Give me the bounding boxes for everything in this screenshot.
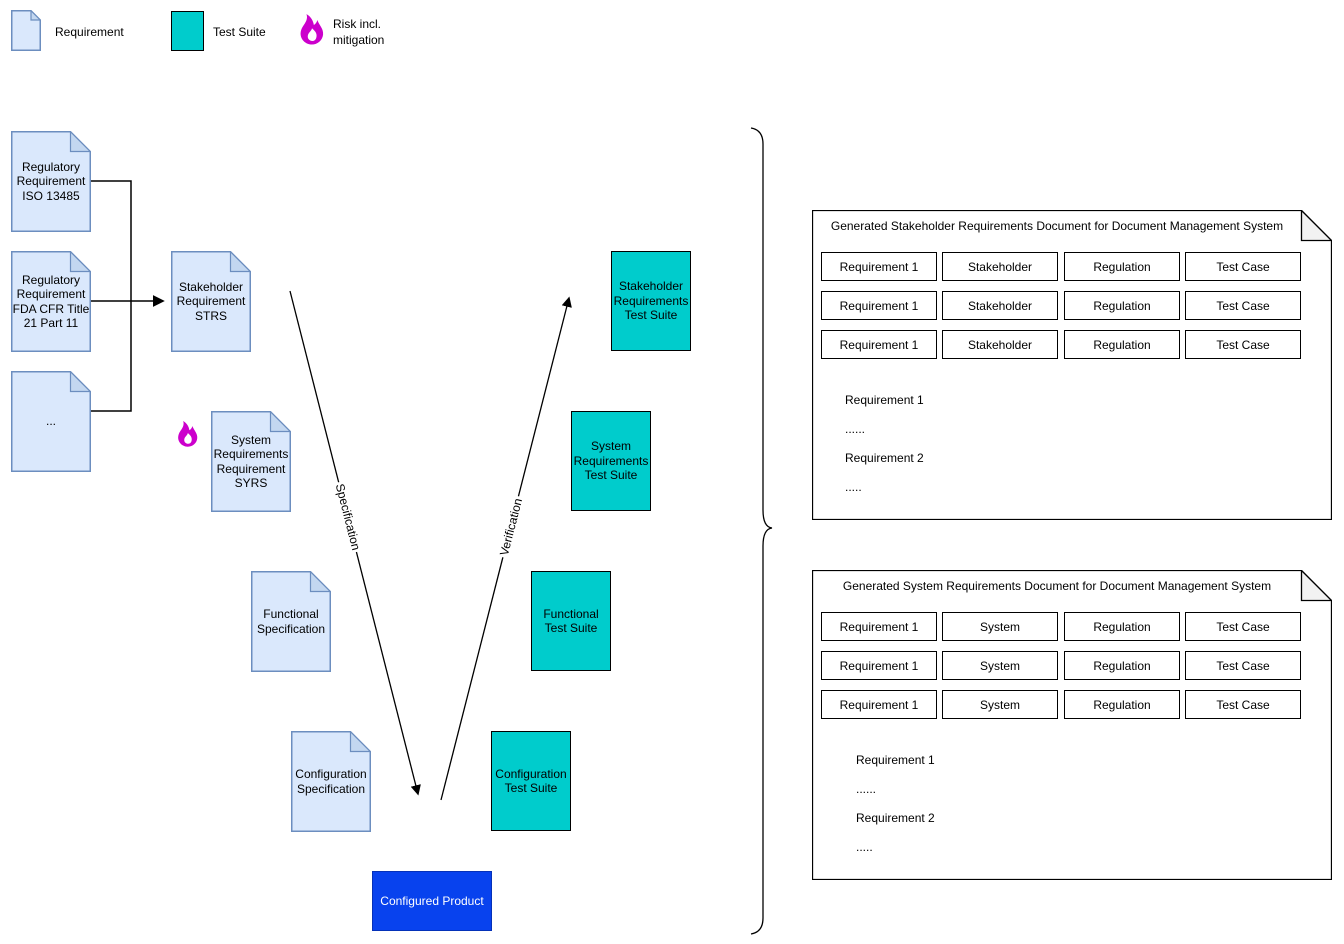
doc-label: Stakeholder Requirement STRS [176, 279, 246, 323]
table-cell: System [942, 651, 1058, 680]
table-cell: Regulation [1064, 612, 1180, 641]
table-cell: Requirement 1 [821, 612, 937, 641]
document-title: Generated Stakeholder Requirements Docum… [830, 219, 1284, 233]
table-cell: Regulation [1064, 690, 1180, 719]
doc-regulatory-fda-cfr: Regulatory Requirement FDA CFR Title 21 … [11, 251, 91, 352]
table-cell: Requirement 1 [821, 252, 937, 281]
generated-stakeholder-requirements-document: Generated Stakeholder Requirements Docum… [812, 210, 1332, 520]
table-cell: Requirement 1 [821, 690, 937, 719]
regulatory-merge-connector [91, 180, 132, 412]
doc-label: Regulatory Requirement FDA CFR Title 21 … [12, 272, 90, 331]
body-line: ..... [845, 480, 862, 494]
body-line: Requirement 2 [845, 451, 924, 465]
body-line: Requirement 2 [856, 811, 935, 825]
doc-label: Configuration Specification [295, 767, 367, 796]
table-cell: Test Case [1185, 690, 1301, 719]
body-line: ..... [856, 840, 873, 854]
generated-system-requirements-document: Generated System Requirements Document f… [812, 570, 1332, 880]
doc-regulatory-other: ... [11, 371, 91, 472]
document-body: Requirement 1 ...... Requirement 2 ..... [845, 386, 924, 502]
risk-flame-icon [297, 13, 325, 46]
requirement-doc-icon [11, 10, 41, 51]
legend-label-requirement: Requirement [55, 25, 124, 39]
document-body: Requirement 1 ...... Requirement 2 ..... [856, 746, 935, 862]
table-cell: Stakeholder [942, 330, 1058, 359]
curly-brace [750, 127, 773, 935]
table-cell: Regulation [1064, 291, 1180, 320]
body-line: Requirement 1 [856, 753, 935, 767]
suite-stakeholder-requirements: Stakeholder Requirements Test Suite [611, 251, 691, 351]
suite-configuration: Configuration Test Suite [491, 731, 571, 831]
table-cell: Requirement 1 [821, 291, 937, 320]
doc-label: System Requirements Requirement SYRS [213, 432, 289, 491]
body-line: ...... [856, 782, 877, 796]
table-cell: Test Case [1185, 330, 1301, 359]
table-cell: Test Case [1185, 651, 1301, 680]
body-line: ...... [845, 422, 866, 436]
table-cell: Test Case [1185, 612, 1301, 641]
doc-stakeholder-requirement-strs: Stakeholder Requirement STRS [171, 251, 251, 352]
suite-functional: Functional Test Suite [531, 571, 611, 671]
table-cell: Stakeholder [942, 291, 1058, 320]
body-line: Requirement 1 [845, 393, 924, 407]
doc-regulatory-iso-13485: Regulatory Requirement ISO 13485 [11, 131, 91, 232]
legend-label-test-suite: Test Suite [213, 25, 266, 39]
legend-label-risk: Risk incl. mitigation [333, 17, 385, 47]
suite-system-requirements: System Requirements Test Suite [571, 411, 651, 511]
table-cell: Regulation [1064, 330, 1180, 359]
table-cell: Requirement 1 [821, 651, 937, 680]
document-title: Generated System Requirements Document f… [842, 579, 1272, 593]
table-cell: Regulation [1064, 651, 1180, 680]
risk-flame-icon [175, 420, 199, 448]
configured-product-box: Configured Product [372, 871, 492, 931]
table-cell: Regulation [1064, 252, 1180, 281]
table-cell: System [942, 690, 1058, 719]
table-cell: System [942, 612, 1058, 641]
table-cell: Stakeholder [942, 252, 1058, 281]
test-suite-icon [171, 11, 204, 51]
doc-label: Functional Specification [256, 607, 326, 636]
doc-system-requirements-syrs: System Requirements Requirement SYRS [211, 411, 291, 512]
table-cell: Test Case [1185, 291, 1301, 320]
doc-label: Regulatory Requirement ISO 13485 [16, 159, 86, 203]
doc-functional-specification: Functional Specification [251, 571, 331, 672]
doc-configuration-specification: Configuration Specification [291, 731, 371, 832]
doc-label: ... [45, 414, 56, 429]
table-cell: Test Case [1185, 252, 1301, 281]
table-cell: Requirement 1 [821, 330, 937, 359]
